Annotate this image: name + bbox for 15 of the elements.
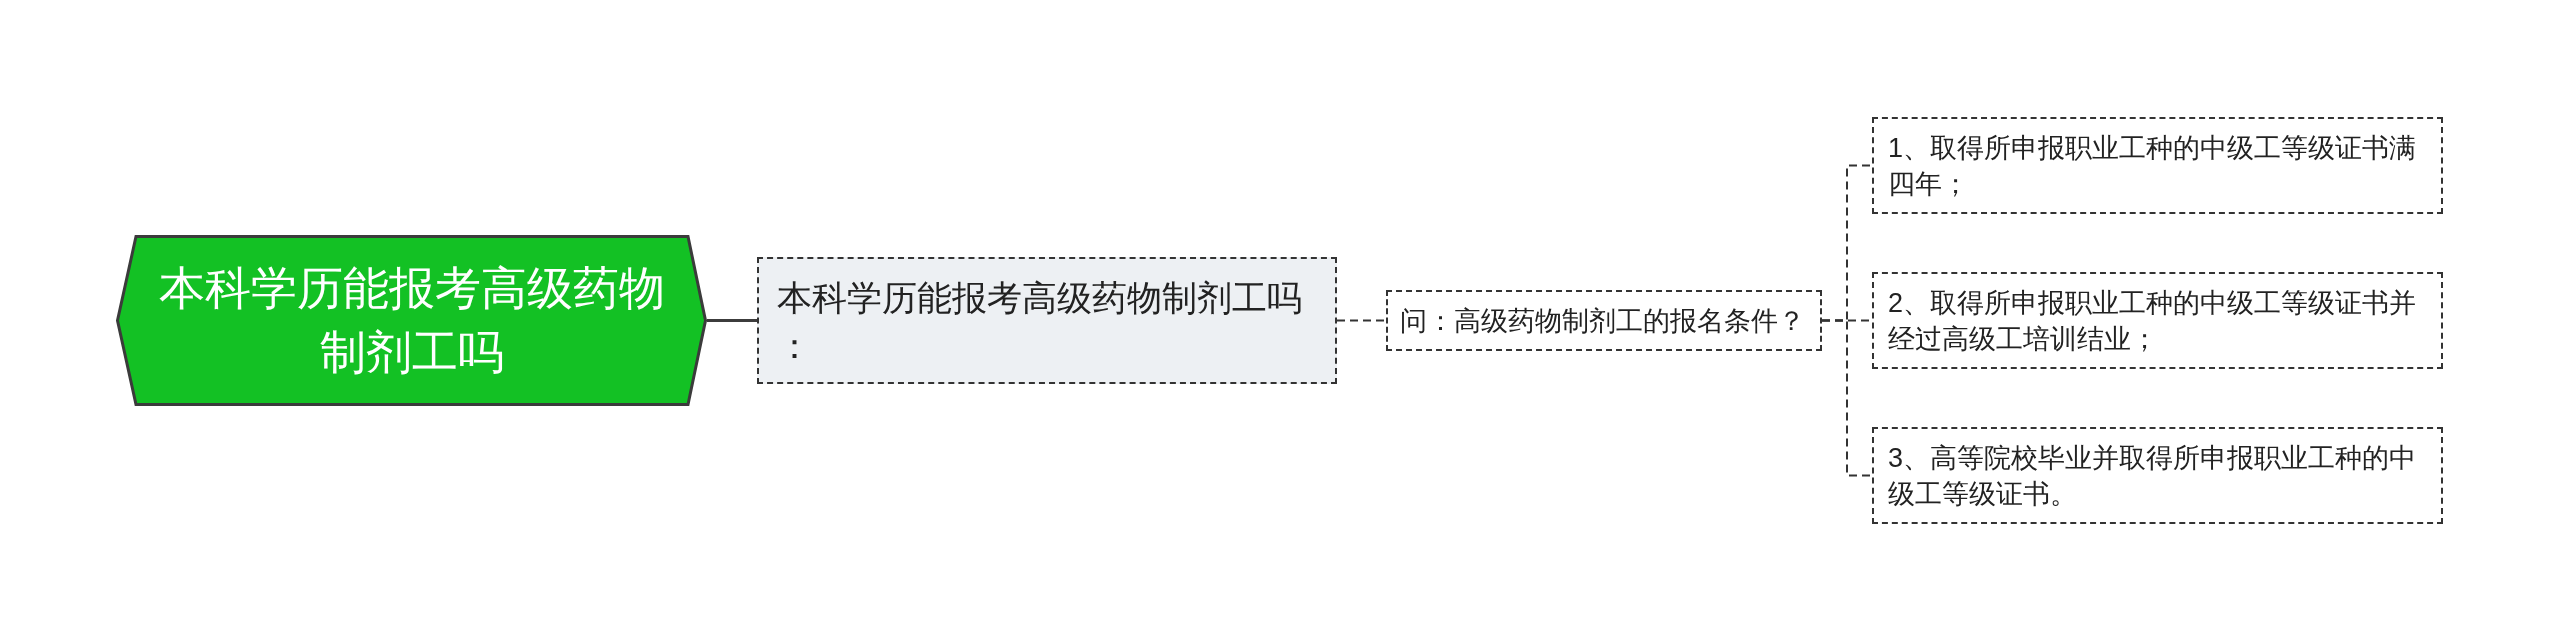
connector-line [707, 319, 757, 322]
connector-line [1336, 319, 1387, 322]
question-box [1386, 290, 1822, 351]
topic-hexagon [116, 235, 707, 406]
subtopic-box [757, 257, 1337, 384]
condition-box [1872, 427, 2443, 524]
topic-text: 本科学历能报考高级药物制剂工吗 [157, 261, 666, 380]
condition-text: 3、高等院校毕业并取得所申报职业工种的中级工等级证书。 [1888, 441, 2418, 511]
condition-box [1872, 117, 2443, 214]
question-text: 问：高级药物制剂工的报名条件？ [1400, 304, 1806, 338]
condition-box [1872, 272, 2443, 369]
subtopic-text: 本科学历能报考高级药物制剂工吗： [777, 277, 1303, 367]
condition-text: 2、取得所申报职业工种的中级工等级证书并经过高级工培训结业； [1888, 286, 2418, 356]
connector-line [1821, 319, 1873, 477]
condition-text: 1、取得所申报职业工种的中级工等级证书满四年； [1888, 131, 2418, 201]
